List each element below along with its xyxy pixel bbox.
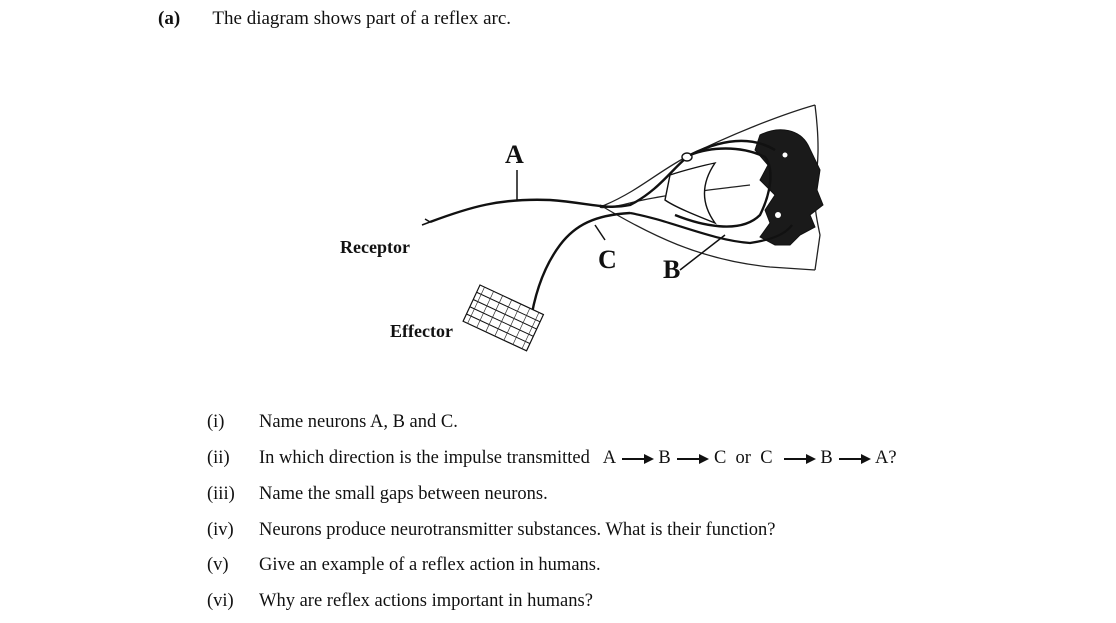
- option-c1: C: [713, 448, 727, 468]
- arrow-icon: [621, 453, 654, 464]
- option-b2: B: [820, 448, 833, 468]
- option-a1: A: [602, 448, 616, 468]
- label-a: A: [505, 140, 524, 169]
- option-a2: A?: [875, 448, 897, 468]
- reflex-arc-drawing: [421, 104, 824, 352]
- arrow-icon: [783, 453, 816, 464]
- part-label: (a): [158, 8, 181, 29]
- arrow-icon: [839, 453, 872, 464]
- option-b1: B: [658, 448, 671, 468]
- reflex-arc-diagram: A C B Receptor Effector: [330, 95, 840, 355]
- heading-text: The diagram shows part of a reflex arc.: [212, 8, 512, 29]
- label-effector: Effector: [390, 321, 453, 341]
- label-c: C: [598, 245, 617, 274]
- arrow-icon: [677, 453, 710, 464]
- option-c2: C: [760, 448, 773, 468]
- option-or: or: [735, 448, 751, 468]
- question-heading: (a) The diagram shows part of a reflex a…: [158, 8, 511, 30]
- muscle-effector-icon: [462, 284, 545, 352]
- label-b: B: [663, 255, 681, 284]
- label-receptor: Receptor: [340, 237, 410, 257]
